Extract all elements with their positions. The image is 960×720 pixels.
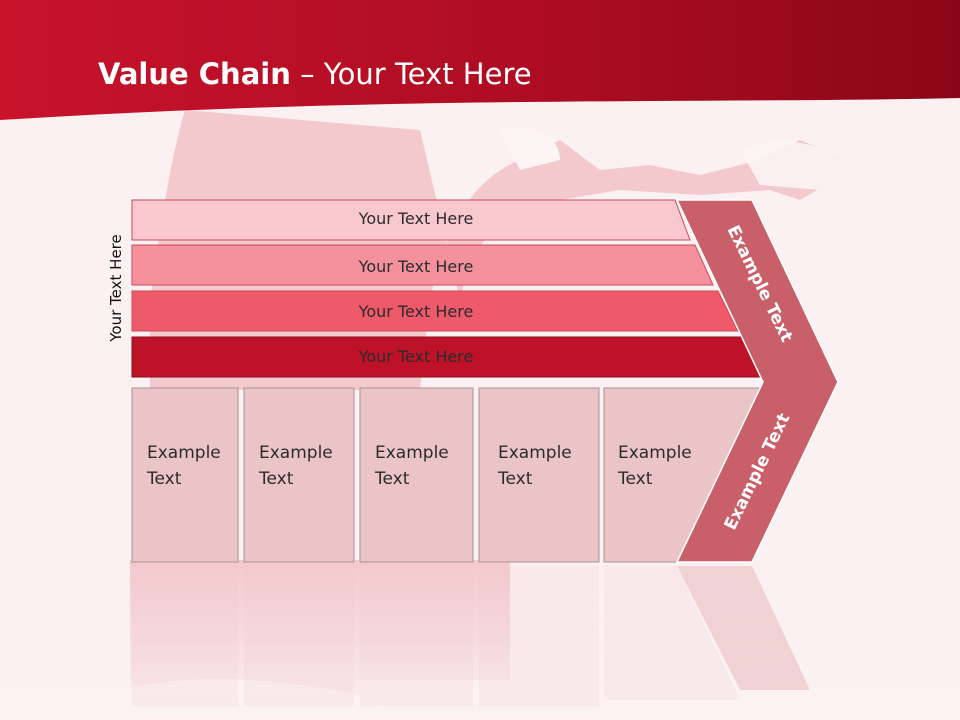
box-1-line1: Example	[147, 443, 221, 463]
box-5-line1: Example	[618, 443, 692, 463]
box-3-line2: Text	[375, 469, 410, 489]
title-banner	[0, 0, 960, 120]
title-bold: Value Chain	[98, 57, 291, 91]
box-5-line2: Text	[618, 469, 653, 489]
box-2[interactable]	[243, 387, 355, 563]
row-3[interactable]	[131, 290, 739, 332]
box-1[interactable]	[131, 387, 239, 563]
slide-title: Value Chain – Your Text Here	[98, 54, 532, 94]
row-3-label: Your Text Here	[358, 302, 474, 321]
box-2-line2: Text	[259, 469, 294, 489]
row-2-label: Your Text Here	[358, 257, 474, 276]
box-3-line1: Example	[375, 443, 449, 463]
box-2-line1: Example	[259, 443, 333, 463]
chevron-arrow[interactable]	[675, 199, 839, 563]
box-3[interactable]	[359, 387, 474, 563]
row-4-label: Your Text Here	[358, 347, 474, 366]
box-4[interactable]	[478, 387, 600, 563]
row-1-label: Your Text Here	[358, 209, 474, 228]
box-1-line2: Text	[147, 469, 182, 489]
box-4-line1: Example	[498, 443, 572, 463]
title-rest: – Your Text Here	[290, 57, 532, 91]
diagram-reflection	[132, 566, 810, 706]
row-2[interactable]	[131, 244, 714, 286]
box-4-line2: Text	[498, 469, 533, 489]
row-1[interactable]	[131, 199, 691, 241]
